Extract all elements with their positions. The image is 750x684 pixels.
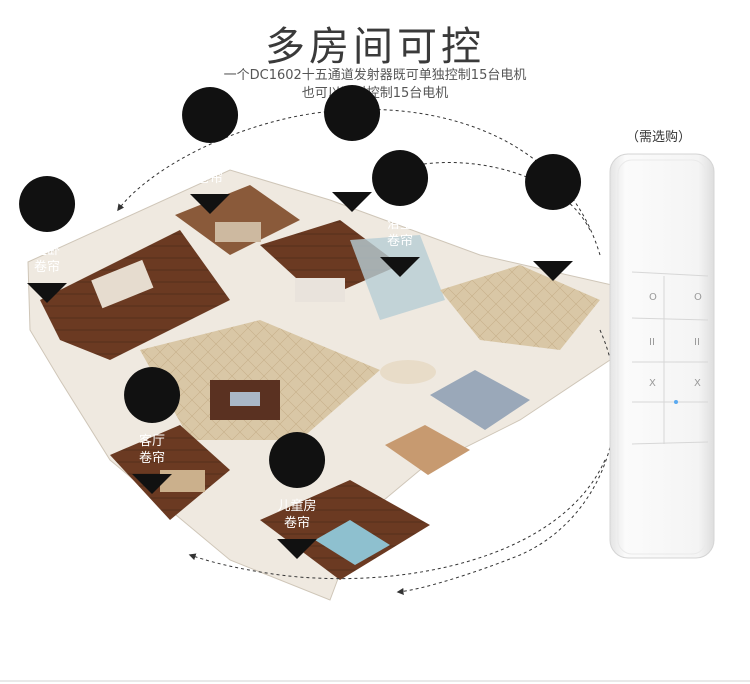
page-title: 多房间可控 xyxy=(265,24,485,70)
pin-second-bedroom xyxy=(324,85,381,212)
close-icon[interactable]: X xyxy=(649,378,656,389)
close-icon[interactable]: X xyxy=(694,378,701,389)
pin-living-room xyxy=(124,367,181,494)
pin-label-kids-room: 儿童房卷帘 xyxy=(277,499,317,531)
room-pins xyxy=(19,85,582,559)
pin-bathroom xyxy=(372,150,429,277)
open-icon[interactable]: O xyxy=(694,292,702,303)
pin-dining xyxy=(525,154,582,281)
subtitle-line-1: 一个DC1602十五通道发射器既可单独控制15台电机 xyxy=(223,68,527,83)
remote-control: O O II II X X xyxy=(608,152,720,564)
pin-label-second-bedroom: 次卧卷帘 xyxy=(338,152,365,184)
pin-label-dining: 餐厅卷帘 xyxy=(539,221,566,253)
led-indicator xyxy=(674,400,678,404)
open-icon[interactable]: O xyxy=(649,292,657,303)
footer-divider xyxy=(0,680,750,682)
pin-study xyxy=(182,87,239,214)
pause-icon[interactable]: II xyxy=(649,337,655,348)
pin-label-living-room: 客厅卷帘 xyxy=(138,434,165,466)
remote-note: （需选购） xyxy=(626,130,692,145)
pin-label-bathroom: 浴室卷帘 xyxy=(386,217,413,249)
pin-master-bedroom xyxy=(19,176,76,303)
pin-kids-room xyxy=(269,432,326,559)
pause-icon[interactable]: II xyxy=(694,337,700,348)
pin-label-master-bedroom: 主卧卷帘 xyxy=(33,243,60,275)
pin-label-study: 书房卷帘 xyxy=(196,154,223,186)
